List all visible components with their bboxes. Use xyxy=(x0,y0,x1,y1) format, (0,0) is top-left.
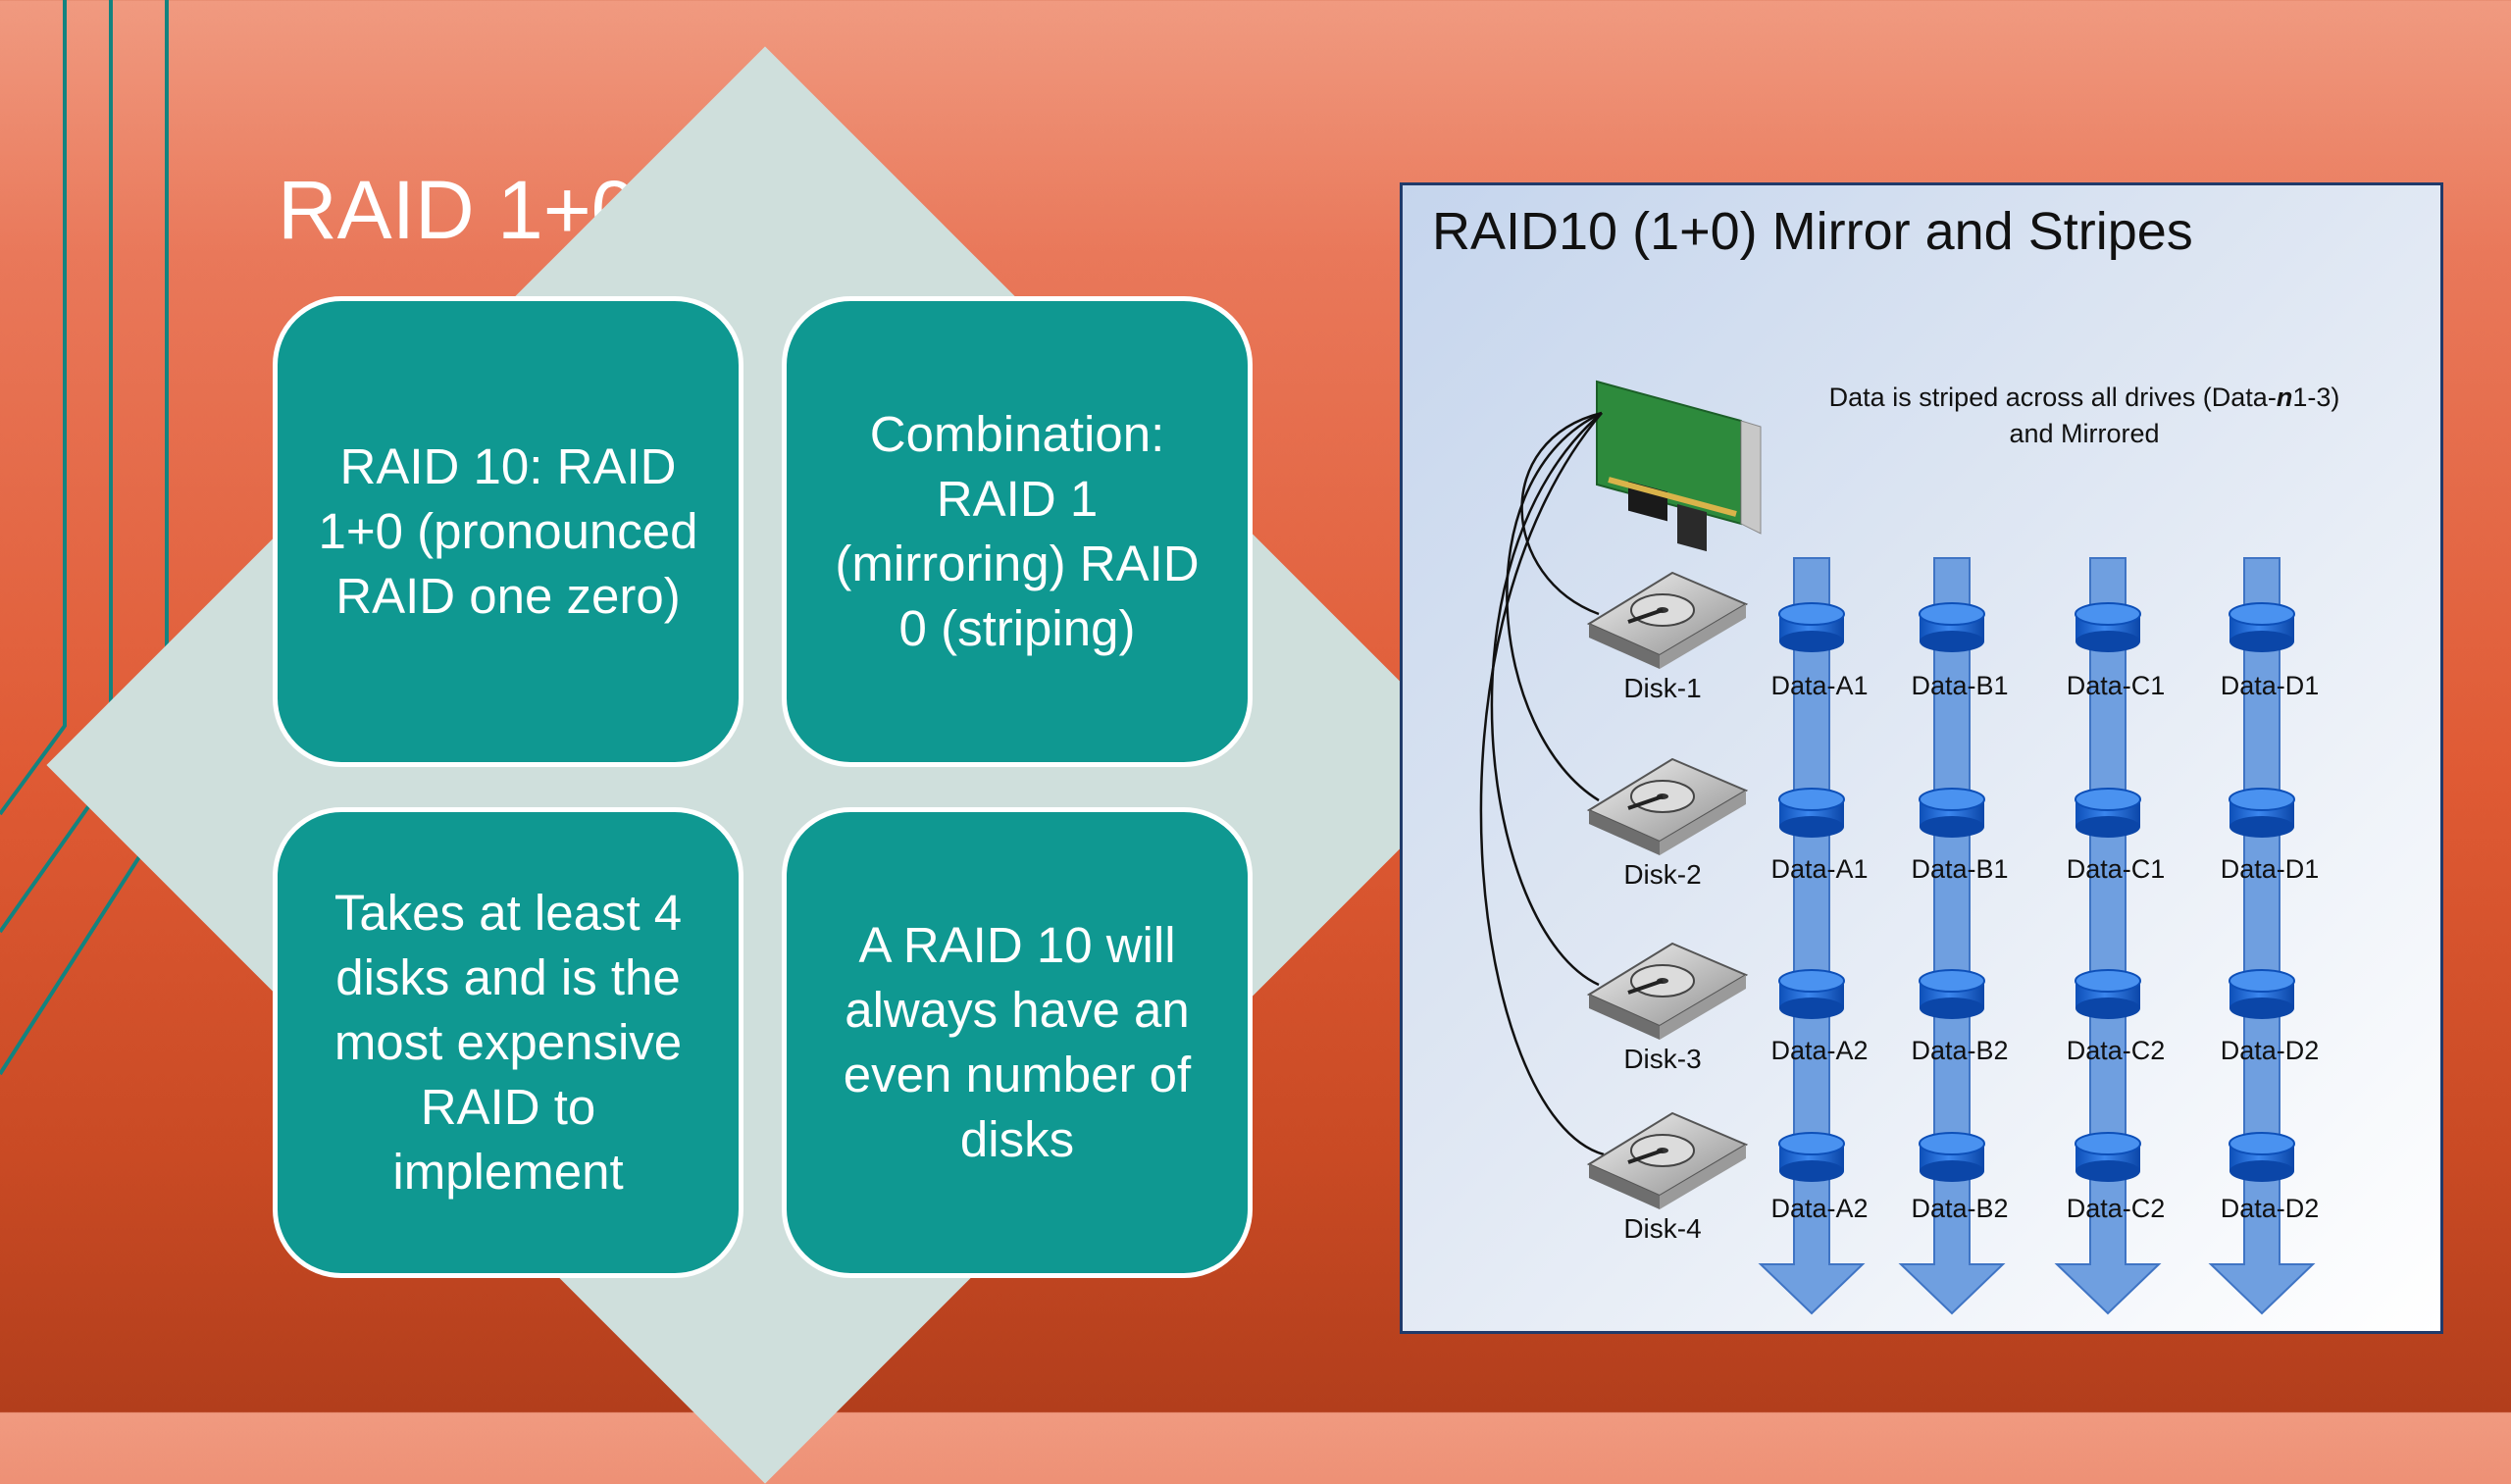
stripe-arrow xyxy=(1758,557,1866,1315)
data-block-label: Data-A2 xyxy=(1770,1036,1868,1065)
hard-disk-icon xyxy=(1586,757,1749,855)
disk-label: Disk-4 xyxy=(1623,1213,1701,1244)
data-block-cylinder-icon xyxy=(2229,602,2295,652)
data-block-label: Data-D1 xyxy=(2221,854,2320,884)
data-block-label: Data-B2 xyxy=(1911,1194,2008,1223)
stripe-arrow xyxy=(1898,557,2006,1315)
data-block-label: Data-C2 xyxy=(2067,1194,2166,1223)
data-block-label: Data-C2 xyxy=(2067,1036,2166,1065)
tile-even-disks: A RAID 10 will always have an even numbe… xyxy=(782,807,1253,1278)
data-block-label: Data-B1 xyxy=(1911,671,2008,700)
controller-cables xyxy=(1479,411,1605,1156)
tile-raid10-definition: RAID 10: RAID 1+0 (pronounced RAID one z… xyxy=(273,296,743,767)
stripe-arrow xyxy=(2208,557,2316,1315)
data-block-cylinder-icon xyxy=(1778,788,1845,838)
data-block-label: Data-D2 xyxy=(2221,1194,2320,1223)
hard-disk-icon xyxy=(1586,1111,1749,1209)
data-block-cylinder-icon xyxy=(1778,602,1845,652)
data-block-cylinder-icon xyxy=(2075,969,2141,1019)
data-block-cylinder-icon xyxy=(2075,1132,2141,1182)
diagram-title: RAID10 (1+0) Mirror and Stripes xyxy=(1432,202,2193,261)
background-diamond xyxy=(46,46,1484,1484)
data-block-cylinder-icon xyxy=(1778,1132,1845,1182)
data-block-cylinder-icon xyxy=(2229,969,2295,1019)
data-block-label: Data-B1 xyxy=(1911,854,2008,884)
data-block-label: Data-A1 xyxy=(1770,671,1868,700)
data-block-cylinder-icon xyxy=(2075,788,2141,838)
data-block-cylinder-icon xyxy=(1778,969,1845,1019)
data-block-label: Data-B2 xyxy=(1911,1036,2008,1065)
disk-label: Disk-1 xyxy=(1623,673,1701,703)
disk-label: Disk-3 xyxy=(1623,1044,1701,1074)
tile-text: Takes at least 4 disks and is the most e… xyxy=(333,885,683,1200)
raid-controller-card-icon xyxy=(1596,380,1762,552)
data-block-cylinder-icon xyxy=(2229,788,2295,838)
tile-text: Combination: RAID 1 (mirroring) RAID 0 (… xyxy=(835,406,1200,656)
diagram-caption-line2: and Mirrored xyxy=(2009,419,2159,448)
data-block-cylinder-icon xyxy=(1919,969,1985,1019)
data-block-label: Data-C1 xyxy=(2067,671,2166,700)
tile-combination: Combination: RAID 1 (mirroring) RAID 0 (… xyxy=(782,296,1253,767)
raid10-diagram: RAID10 (1+0) Mirror and Stripes Data is … xyxy=(1400,182,2443,1334)
data-block-cylinder-icon xyxy=(1919,1132,1985,1182)
data-block-label: Data-D2 xyxy=(2221,1036,2320,1065)
tile-minimum-disks: Takes at least 4 disks and is the most e… xyxy=(273,807,743,1278)
stripe-arrow xyxy=(2054,557,2162,1315)
data-block-cylinder-icon xyxy=(1919,602,1985,652)
data-block-label: Data-D1 xyxy=(2221,671,2320,700)
hard-disk-icon xyxy=(1586,942,1749,1040)
data-block-cylinder-icon xyxy=(1919,788,1985,838)
data-block-cylinder-icon xyxy=(2075,602,2141,652)
hard-disk-icon xyxy=(1586,571,1749,669)
diagram-caption: Data is striped across all drives (Data-… xyxy=(1829,383,2340,412)
data-block-label: Data-C1 xyxy=(2067,854,2166,884)
tile-text: A RAID 10 will always have an even numbe… xyxy=(843,917,1192,1167)
data-block-cylinder-icon xyxy=(2229,1132,2295,1182)
tile-text: RAID 10: RAID 1+0 (pronounced RAID one z… xyxy=(318,438,698,624)
data-block-label: Data-A2 xyxy=(1770,1194,1868,1223)
disk-label: Disk-2 xyxy=(1623,859,1701,890)
data-block-label: Data-A1 xyxy=(1770,854,1868,884)
